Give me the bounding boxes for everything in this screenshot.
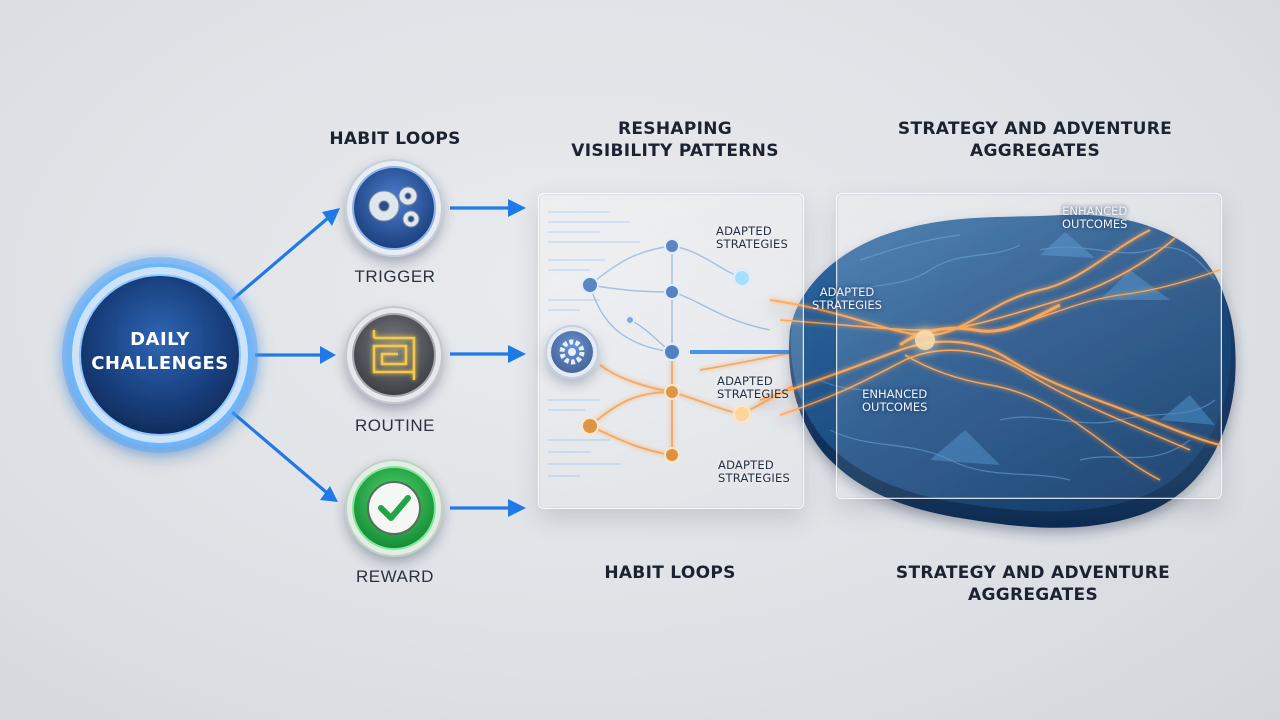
- trigger-node: [346, 160, 442, 256]
- panel-label-adapted-strategies-top: ADAPTED STRATEGIES: [716, 225, 788, 251]
- strategy-heading-line2: AGGREGATES: [870, 140, 1200, 162]
- glow-hotspot: [915, 330, 935, 350]
- habit-loops-footer: HABIT LOOPS: [570, 562, 770, 584]
- arrow-trigger-to-panel-head: [508, 199, 526, 217]
- routine-node: [346, 307, 442, 403]
- strategy-heading-line1: STRATEGY AND ADVENTURE: [870, 118, 1200, 140]
- panel-label-adapted-strategies-bottom: ADAPTED STRATEGIES: [718, 459, 790, 485]
- central-gear-node: [546, 326, 598, 378]
- arrow-start-to-trigger-head: [322, 208, 340, 226]
- panel-label-top-line2: STRATEGIES: [716, 238, 788, 251]
- map-label-adapted-strategies: ADAPTED STRATEGIES: [812, 286, 882, 312]
- panel-label-adapted-strategies-middle: ADAPTED STRATEGIES: [717, 375, 789, 401]
- daily-challenges-line1: DAILY: [80, 328, 240, 352]
- trigger-label: TRIGGER: [320, 267, 470, 287]
- reshaping-heading-line1: RESHAPING: [530, 118, 820, 140]
- daily-challenges-label: DAILY CHALLENGES: [80, 328, 240, 376]
- map-label-bottom-line2: OUTCOMES: [862, 401, 927, 414]
- map-label-middle-line2: STRATEGIES: [812, 299, 882, 312]
- map-label-top-line2: OUTCOMES: [1062, 218, 1127, 231]
- arrow-start-to-trigger: [232, 218, 328, 300]
- terrain-surface: [791, 215, 1231, 512]
- map-label-enhanced-outcomes-top: ENHANCED OUTCOMES: [1062, 205, 1127, 231]
- strategy-footer-line2: AGGREGATES: [868, 584, 1198, 606]
- habit-loops-heading: HABIT LOOPS: [300, 128, 490, 150]
- network-nodes-blue: [582, 239, 750, 360]
- arrow-start-to-routine-head: [320, 346, 336, 364]
- reward-label: REWARD: [320, 567, 470, 587]
- arrow-reward-to-panel-head: [508, 499, 526, 517]
- strategy-heading: STRATEGY AND ADVENTURE AGGREGATES: [870, 118, 1200, 162]
- terrain-map: [760, 215, 1236, 528]
- reshaping-heading: RESHAPING VISIBILITY PATTERNS: [530, 118, 820, 162]
- reshaping-heading-line2: VISIBILITY PATTERNS: [530, 140, 820, 162]
- arrow-start-to-reward: [232, 412, 326, 492]
- panel-label-bottom-line2: STRATEGIES: [718, 472, 790, 485]
- reward-node: [346, 460, 442, 556]
- panel-label-middle-line2: STRATEGIES: [717, 388, 789, 401]
- daily-challenges-line2: CHALLENGES: [80, 352, 240, 376]
- map-label-enhanced-outcomes-bottom: ENHANCED OUTCOMES: [862, 388, 927, 414]
- strategy-footer-line1: STRATEGY AND ADVENTURE: [868, 562, 1198, 584]
- routine-label: ROUTINE: [320, 416, 470, 436]
- strategy-footer: STRATEGY AND ADVENTURE AGGREGATES: [868, 562, 1198, 606]
- network-links: [590, 246, 770, 352]
- arrow-routine-to-panel-head: [508, 345, 526, 363]
